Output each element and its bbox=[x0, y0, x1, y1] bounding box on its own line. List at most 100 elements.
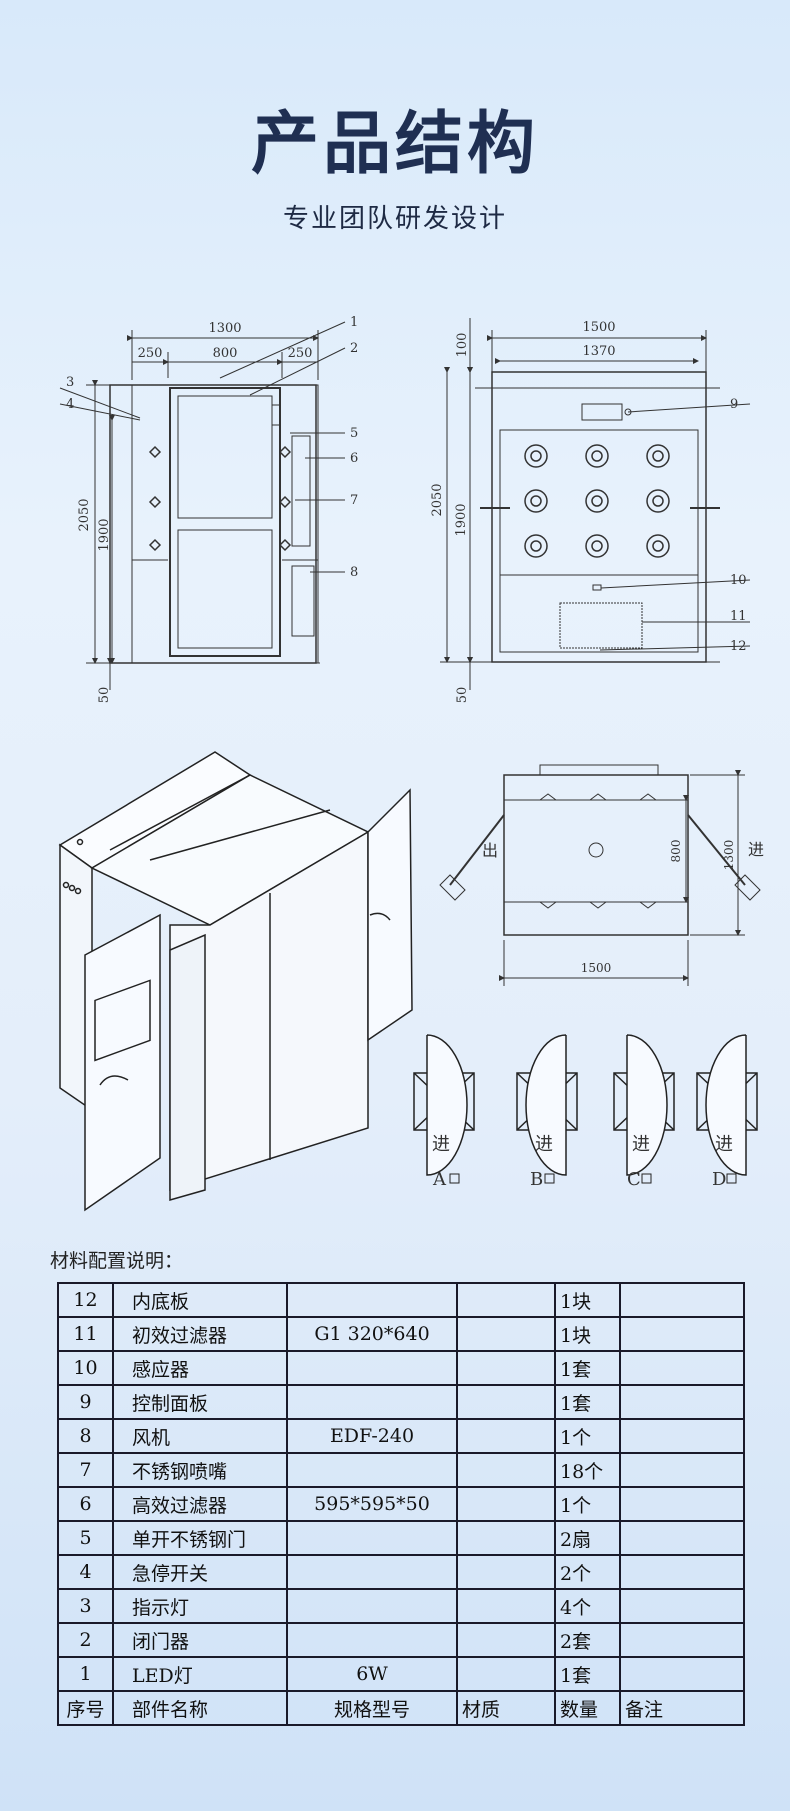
table-cell: 3 bbox=[57, 1588, 114, 1624]
table-cell bbox=[619, 1316, 745, 1352]
technical-drawings: 1300 250 800 250 2050 1900 50 1 2 3 4 5 … bbox=[58, 315, 764, 1212]
side-view-labels: 1500 1370 100 2050 1900 50 9 10 11 12 bbox=[430, 320, 747, 703]
side-view bbox=[440, 318, 751, 690]
dim-800: 800 bbox=[213, 346, 238, 361]
callout-8: 8 bbox=[350, 565, 358, 580]
dim-100: 100 bbox=[455, 333, 470, 358]
door-a-label: A bbox=[432, 1169, 447, 1190]
table-cell: 控制面板 bbox=[112, 1384, 288, 1420]
table-header-cell: 部件名称 bbox=[112, 1690, 288, 1726]
table-cell: 18个 bbox=[554, 1452, 621, 1488]
door-d-label: D bbox=[712, 1169, 726, 1190]
callout-11: 11 bbox=[730, 609, 747, 624]
dim-1500: 1500 bbox=[582, 320, 615, 335]
dim-1900-side: 1900 bbox=[454, 503, 469, 536]
table-cell bbox=[456, 1554, 556, 1590]
table-header-row: 序号部件名称规格型号材质数量备注 bbox=[57, 1690, 745, 1726]
table-cell bbox=[456, 1656, 556, 1692]
door-option-d bbox=[696, 1034, 758, 1176]
table-cell bbox=[619, 1282, 745, 1318]
dim-1300: 1300 bbox=[208, 321, 241, 336]
door-option-a bbox=[413, 1034, 475, 1176]
table-header-cell: 数量 bbox=[554, 1690, 621, 1726]
callout-1: 1 bbox=[350, 315, 358, 330]
callout-7: 7 bbox=[350, 493, 358, 508]
table-cell bbox=[456, 1350, 556, 1386]
table-cell bbox=[286, 1350, 458, 1386]
table-cell bbox=[286, 1554, 458, 1590]
door-b-entry: 进 bbox=[535, 1134, 553, 1155]
callout-4: 4 bbox=[66, 397, 74, 412]
table-cell bbox=[456, 1418, 556, 1454]
callout-3: 3 bbox=[66, 375, 74, 390]
table-cell: 6W bbox=[286, 1656, 458, 1692]
table-header-cell: 规格型号 bbox=[286, 1690, 458, 1726]
callout-2: 2 bbox=[350, 341, 358, 356]
door-a-entry: 进 bbox=[432, 1134, 450, 1155]
dim-250-right: 250 bbox=[288, 346, 313, 361]
table-cell: 4 bbox=[57, 1554, 114, 1590]
front-view bbox=[59, 321, 346, 690]
table-header-cell: 备注 bbox=[619, 1690, 745, 1726]
table-cell: 2扇 bbox=[554, 1520, 621, 1556]
table-cell: 不锈钢喷嘴 bbox=[112, 1452, 288, 1488]
callout-5: 5 bbox=[350, 426, 358, 441]
table-cell: 1个 bbox=[554, 1418, 621, 1454]
table-cell bbox=[619, 1384, 745, 1420]
table-cell: 9 bbox=[57, 1384, 114, 1420]
dim-250-left: 250 bbox=[138, 346, 163, 361]
table-cell bbox=[456, 1520, 556, 1556]
plan-dim-1500: 1500 bbox=[581, 961, 612, 975]
table-cell bbox=[619, 1452, 745, 1488]
table-cell bbox=[456, 1384, 556, 1420]
dim-1900: 1900 bbox=[97, 518, 112, 551]
entry-label: 进 bbox=[748, 840, 764, 859]
table-cell bbox=[286, 1282, 458, 1318]
table-cell bbox=[456, 1588, 556, 1624]
callout-10: 10 bbox=[730, 573, 747, 588]
table-cell: 11 bbox=[57, 1316, 114, 1352]
dim-50: 50 bbox=[97, 687, 112, 704]
door-c-entry: 进 bbox=[632, 1134, 650, 1155]
callout-6: 6 bbox=[350, 451, 358, 466]
table-cell bbox=[286, 1384, 458, 1420]
dim-1370: 1370 bbox=[582, 344, 615, 359]
table-cell: 指示灯 bbox=[112, 1588, 288, 1624]
table-cell bbox=[619, 1588, 745, 1624]
plan-dim-800: 800 bbox=[669, 840, 683, 863]
table-cell bbox=[619, 1656, 745, 1692]
isometric-view bbox=[58, 751, 413, 1212]
table-cell bbox=[619, 1622, 745, 1658]
table-cell: 2套 bbox=[554, 1622, 621, 1658]
table-cell: 初效过滤器 bbox=[112, 1316, 288, 1352]
plan-view bbox=[439, 764, 761, 986]
table-cell: 2 bbox=[57, 1622, 114, 1658]
table-cell: 感应器 bbox=[112, 1350, 288, 1386]
front-view-labels: 1300 250 800 250 2050 1900 50 1 2 3 4 5 … bbox=[66, 315, 358, 703]
table-cell: 风机 bbox=[112, 1418, 288, 1454]
table-cell: 4个 bbox=[554, 1588, 621, 1624]
table-cell: 闭门器 bbox=[112, 1622, 288, 1658]
callout-12: 12 bbox=[730, 639, 747, 654]
table-cell: 2个 bbox=[554, 1554, 621, 1590]
table-cell: 1块 bbox=[554, 1282, 621, 1318]
dim-2050: 2050 bbox=[77, 498, 92, 531]
door-option-c bbox=[613, 1034, 675, 1176]
table-cell: EDF-240 bbox=[286, 1418, 458, 1454]
table-cell: 1 bbox=[57, 1656, 114, 1692]
plan-view-labels: 出 进 1500 800 1300 bbox=[482, 840, 764, 975]
door-c-label: C bbox=[627, 1169, 641, 1190]
table-cell bbox=[619, 1486, 745, 1522]
table-cell: 1套 bbox=[554, 1656, 621, 1692]
